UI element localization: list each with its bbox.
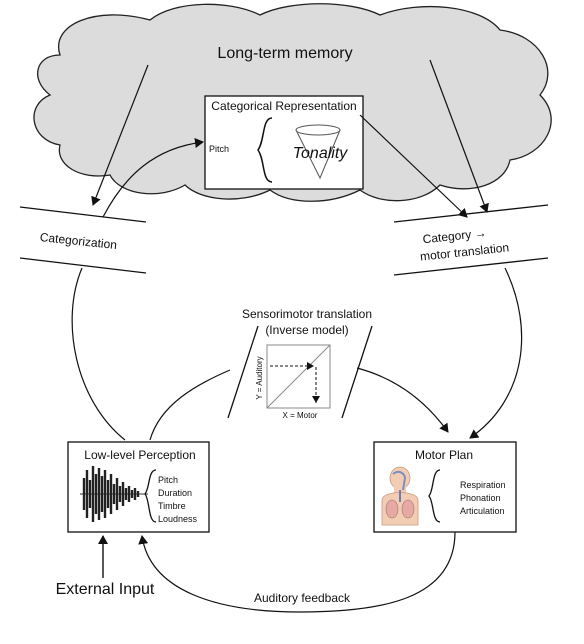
waveform-icon [80,466,148,522]
category-motor-line1: Category → [422,226,487,247]
arrow-categorical-to-category-motor [359,114,468,218]
perception-title: Low-level Perception [84,448,195,462]
perception-item-duration: Duration [158,488,192,498]
arrow-memory-to-categorization [91,64,149,206]
perception-item-pitch: Pitch [158,475,178,485]
categorization-bar-top [19,206,147,223]
arrow-auditory-feedback [138,531,456,613]
perception-box [67,441,210,533]
inverse-model-y-label: Y = Auditory [255,356,264,399]
external-input-label: External Input [56,581,155,598]
sensorimotor-line2: (Inverse model) [265,323,348,337]
auditory-feedback-label: Auditory feedback [254,591,351,605]
motor-plan-brace [428,469,441,523]
categorization-bar-bottom [19,257,147,274]
perception-item-timbre: Timbre [158,501,186,511]
categorical-brace [257,117,273,183]
sensorimotor-bar-left [227,325,259,419]
motor-plan-title: Motor Plan [415,448,473,462]
anatomy-torso-icon [381,466,419,526]
long-term-memory-label: Long-term memory [217,45,352,62]
perception-brace [144,469,157,523]
tonality-label: Tonality [293,145,349,162]
categorical-representation-box [204,95,364,190]
arrow-categorization-to-categorical [102,138,204,218]
inverse-model-x-label: X = Motor [283,411,318,420]
perception-item-loudness: Loudness [158,514,198,524]
sensorimotor-bar-right [341,325,373,419]
sensorimotor-line1: Sensorimotor translation [242,307,372,321]
categorization-label: Categorization [39,230,117,252]
motor-plan-item-phonation: Phonation [460,493,501,503]
motor-plan-item-articulation: Articulation [460,506,505,516]
categorical-representation-title: Categorical Representation [211,99,356,113]
cone-top [295,124,341,136]
curve-perception-to-sensorimotor [149,369,231,441]
category-motor-bar-bottom [393,257,549,276]
motor-plan-item-respiration: Respiration [460,480,506,490]
inverse-model-diagonal [266,344,331,409]
curve-perception-to-categorization [71,267,126,441]
arrow-sensorimotor-to-motor-plan [356,367,449,433]
curve-category-motor-to-motor-plan [469,267,523,439]
category-motor-bar-top [393,204,549,223]
cone-icon [295,129,341,180]
arrow-memory-to-category-motor [429,59,489,213]
categorical-pitch-label: Pitch [209,144,229,154]
